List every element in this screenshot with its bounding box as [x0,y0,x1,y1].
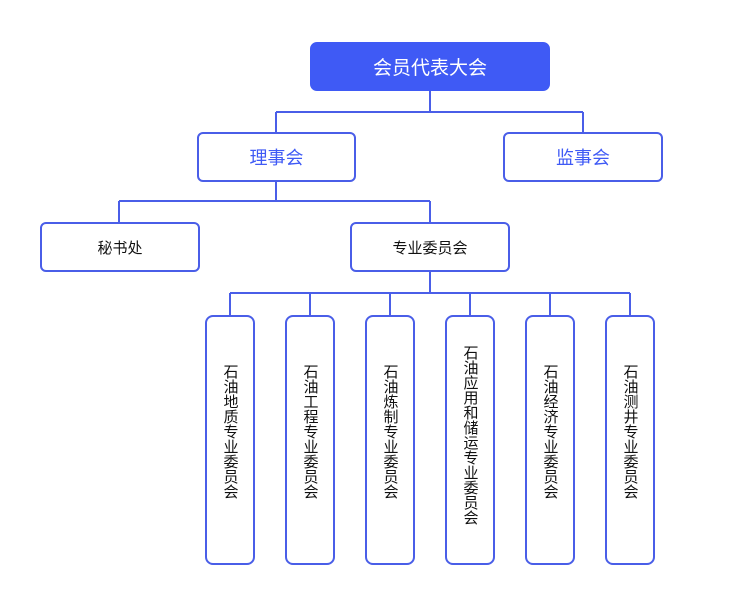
node-supervisory-board-label: 监事会 [556,148,610,169]
node-professional-committees: 专业委员会 [350,222,510,272]
node-council: 理事会 [197,132,356,182]
committee-application-storage-label: 石油应用和储运专业委员会 [461,345,480,525]
node-committee-application-storage: 石油应用和储运专业委员会 [445,315,495,565]
committee-logging-label: 石油测井专业委员会 [621,364,640,499]
node-supervisory-board: 监事会 [503,132,663,182]
node-secretariat-label: 秘书处 [97,238,143,257]
node-committee-logging: 石油测井专业委员会 [605,315,655,565]
committee-economics-label: 石油经济专业委员会 [541,364,560,499]
node-committee-economics: 石油经济专业委员会 [525,315,575,565]
committee-refining-label: 石油炼制专业委员会 [381,364,400,499]
node-committee-engineering: 石油工程专业委员会 [285,315,335,565]
node-council-label: 理事会 [249,148,304,169]
node-secretariat: 秘书处 [40,222,200,272]
node-committee-refining: 石油炼制专业委员会 [365,315,415,565]
node-members-congress: 会员代表大会 [310,42,550,91]
node-committee-geology: 石油地质专业委员会 [205,315,255,565]
node-members-congress-label: 会员代表大会 [372,57,487,79]
node-professional-committees-label: 专业委员会 [392,238,468,257]
committee-engineering-label: 石油工程专业委员会 [301,364,320,499]
committee-geology-label: 石油地质专业委员会 [221,364,240,499]
